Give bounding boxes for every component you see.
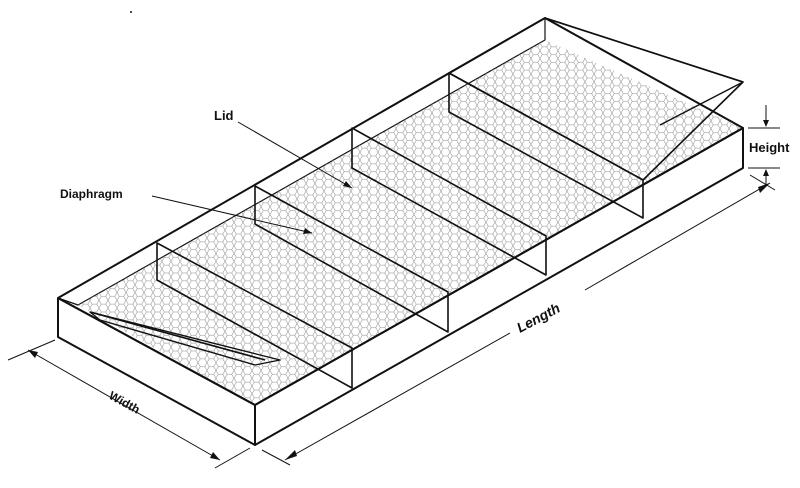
height-label: Height [749, 140, 790, 155]
diaphragm-1 [156, 242, 353, 389]
gabion-walls [57, 17, 744, 446]
gabion-floor [78, 40, 743, 405]
diaphragm-3 [351, 127, 547, 276]
height-dimension: Height [748, 105, 790, 185]
length-label: Length [514, 300, 563, 336]
lid-callout: Lid [214, 108, 353, 189]
near-end-flap [89, 311, 281, 366]
diaphragm-label: Diaphragm [60, 187, 123, 201]
diaphragm-2 [254, 185, 449, 333]
diaphragms [156, 72, 644, 389]
diaphragm-callout: Diaphragm [60, 187, 313, 234]
width-label: Width [107, 388, 143, 416]
lid-label: Lid [214, 108, 234, 123]
